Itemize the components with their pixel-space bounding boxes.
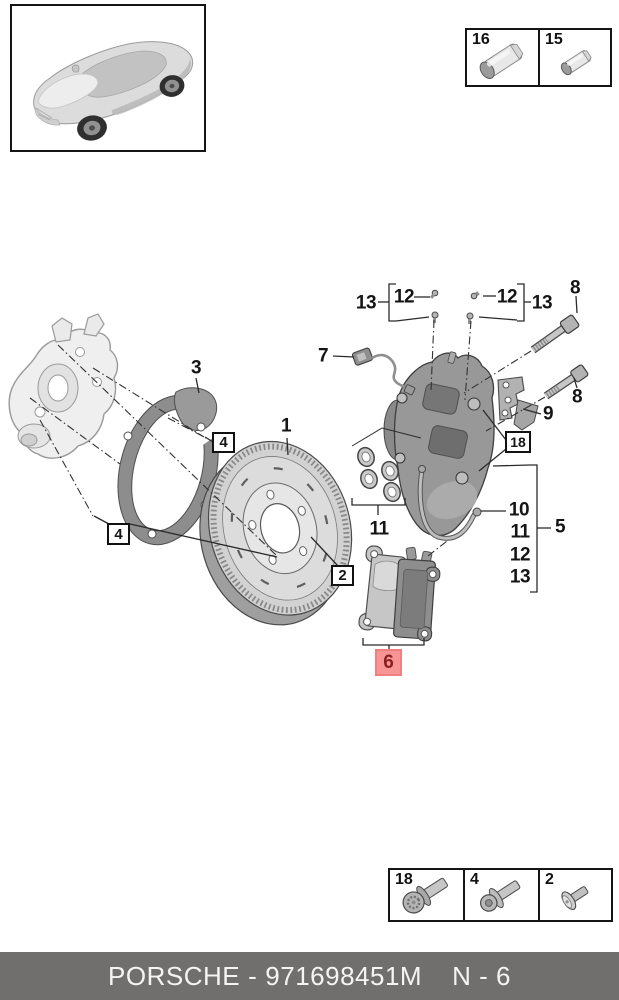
callout-10-list[interactable]: 10 xyxy=(508,499,530,521)
washer-head-bolt-icon xyxy=(479,880,521,912)
callout-12-left[interactable]: 12 xyxy=(393,286,415,308)
wear-sensor xyxy=(351,347,416,396)
countersunk-screw-icon xyxy=(561,886,589,911)
parts-cell-2[interactable]: 2 xyxy=(538,868,613,922)
pad-retainer xyxy=(497,376,539,431)
vehicle-thumbnail-box xyxy=(10,4,206,152)
callout-11-list[interactable]: 11 xyxy=(510,521,530,543)
part-number-label: 18 xyxy=(395,871,413,888)
caliper-bolt-upper xyxy=(530,314,580,354)
leader-lines xyxy=(93,283,578,649)
callout-13-left[interactable]: 13 xyxy=(355,292,377,314)
callout-7[interactable]: 7 xyxy=(317,345,329,367)
wheel-carrier xyxy=(8,313,119,459)
callout-13-right[interactable]: 13 xyxy=(531,292,553,314)
brake-disc xyxy=(199,440,353,626)
callout-4-right-boxed[interactable]: 4 xyxy=(212,432,235,453)
callout-1[interactable]: 1 xyxy=(280,415,292,437)
part-number-label: 4 xyxy=(470,871,479,888)
grease-tube-small-icon xyxy=(560,50,592,76)
callout-12-list[interactable]: 12 xyxy=(509,544,531,566)
separator-text: - xyxy=(248,960,258,991)
callout-5[interactable]: 5 xyxy=(554,516,566,538)
parts-cell-4[interactable]: 4 xyxy=(463,868,540,922)
brake-hose xyxy=(417,465,482,541)
page-code-text: N - 6 xyxy=(452,960,511,991)
part-number-label: 16 xyxy=(472,31,490,48)
fasteners-box: 18 4 xyxy=(388,868,613,922)
caliper-bolt-lower xyxy=(543,364,589,400)
callout-2-boxed[interactable]: 2 xyxy=(331,565,354,586)
callout-3[interactable]: 3 xyxy=(190,357,202,379)
callout-4-lower-boxed[interactable]: 4 xyxy=(107,523,130,545)
parts-cell-16[interactable]: 16 xyxy=(465,28,540,87)
multipoint-socket-bolt-icon xyxy=(402,877,448,914)
callout-18-boxed[interactable]: 18 xyxy=(505,431,531,453)
part-number-text: 971698451M xyxy=(265,960,423,991)
part-number-label: 15 xyxy=(545,31,563,48)
bleeder-valves xyxy=(429,289,480,324)
callout-6-highlighted[interactable]: 6 xyxy=(375,649,402,676)
footer-bar: PORSCHE - 971698451M N - 6 xyxy=(0,952,619,1000)
grease-tube-large-icon xyxy=(479,43,524,79)
porsche-panamera-icon xyxy=(33,41,194,141)
consumables-box: 16 15 xyxy=(465,28,612,87)
brake-caliper xyxy=(383,351,495,537)
parts-cell-15[interactable]: 15 xyxy=(538,28,612,87)
callout-12-right[interactable]: 12 xyxy=(496,286,518,308)
brand-text: PORSCHE xyxy=(108,960,241,991)
seal-ring-set xyxy=(357,446,401,503)
callout-9[interactable]: 9 xyxy=(542,403,554,425)
alignment-lines xyxy=(29,319,546,557)
part-number-label: 2 xyxy=(545,871,554,888)
callout-13-list[interactable]: 13 xyxy=(509,566,531,588)
callout-8-upper[interactable]: 8 xyxy=(569,277,581,299)
callout-11-seals[interactable]: 11 xyxy=(369,518,389,540)
parts-cell-18[interactable]: 18 xyxy=(388,868,465,922)
callout-8-lower[interactable]: 8 xyxy=(571,386,583,408)
brake-pad-set xyxy=(358,545,441,642)
